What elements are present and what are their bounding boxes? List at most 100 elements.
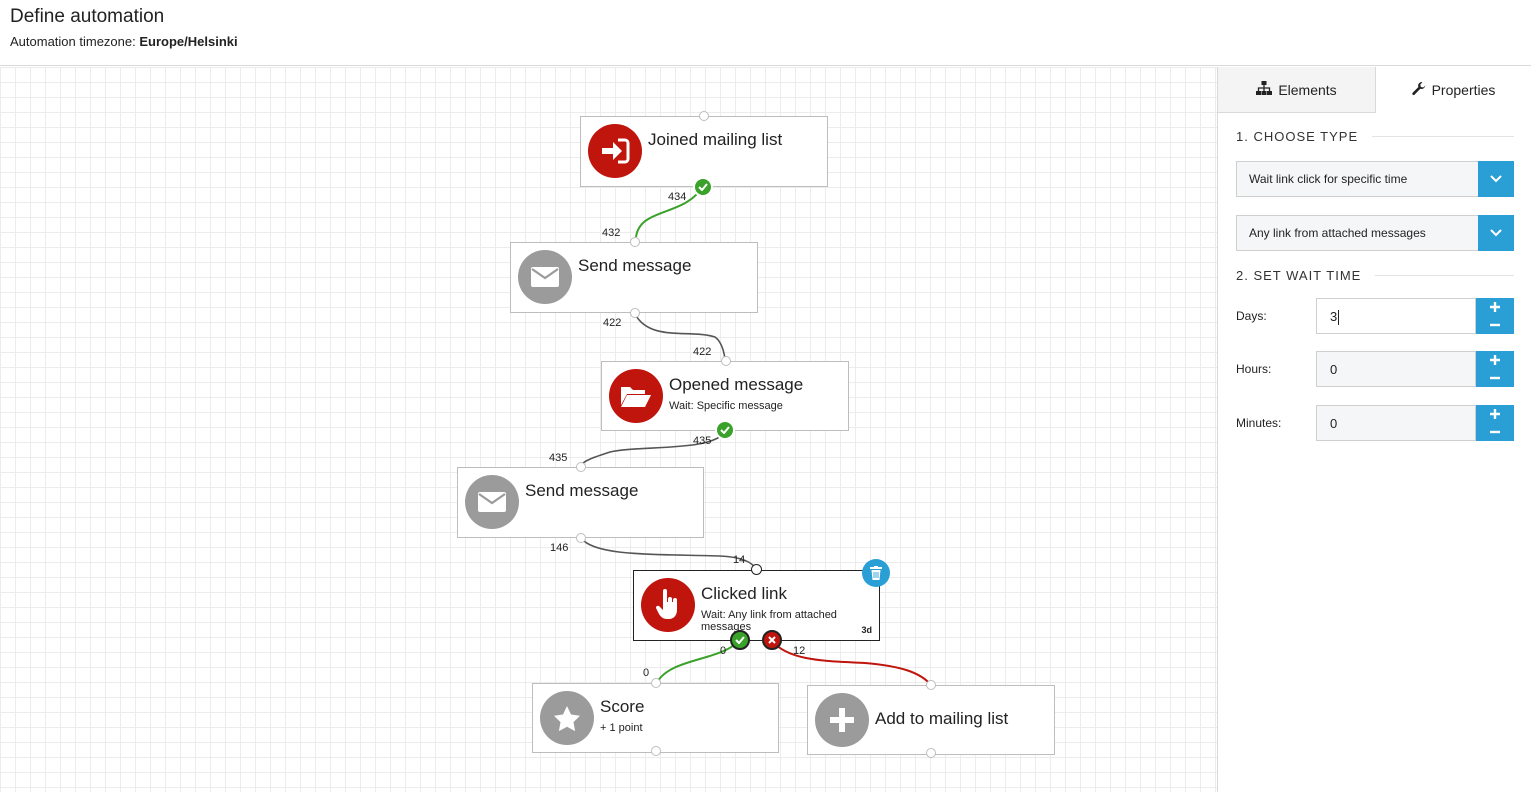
sign-in-icon	[588, 124, 642, 178]
tab-properties[interactable]: Properties	[1376, 67, 1531, 113]
panel-tabs: Elements Properties	[1218, 67, 1531, 113]
days-value-text: 3	[1330, 309, 1338, 324]
timezone-info: Automation timezone: Europe/Helsinki	[10, 34, 238, 49]
tab-elements-label: Elements	[1278, 81, 1337, 98]
trash-icon[interactable]	[862, 559, 890, 587]
count-label: 146	[550, 542, 569, 554]
input-port[interactable]	[926, 680, 936, 690]
node-clicked-link[interactable]: Clicked link Wait: Any link from attache…	[633, 570, 880, 641]
node-subtitle: Wait: Specific message	[669, 400, 783, 412]
minus-icon[interactable]	[1476, 423, 1514, 441]
output-port[interactable]	[576, 533, 586, 543]
output-port[interactable]	[630, 308, 640, 318]
tab-elements[interactable]: Elements	[1218, 67, 1376, 113]
node-subtitle: Wait: Any link from attached messages	[701, 609, 837, 633]
section-choose-type: 1. CHOOSE TYPE	[1236, 129, 1514, 144]
input-port[interactable]	[721, 356, 731, 366]
yes-check-icon[interactable]	[693, 177, 713, 197]
hours-value: 0	[1330, 362, 1338, 377]
envelope-icon	[518, 250, 572, 304]
count-label: 435	[549, 452, 568, 464]
node-send-message-2[interactable]: Send message	[457, 467, 704, 538]
yes-check-icon[interactable]	[730, 630, 750, 650]
wait-time-badge: 3d	[861, 625, 872, 635]
node-title: Score	[600, 697, 645, 716]
minutes-value: 0	[1330, 416, 1338, 431]
folder-open-icon	[609, 369, 663, 423]
output-port[interactable]	[926, 748, 936, 758]
chevron-down-icon[interactable]	[1478, 215, 1514, 251]
minus-icon[interactable]	[1476, 369, 1514, 387]
plus-icon[interactable]	[1476, 405, 1514, 423]
minutes-label: Minutes:	[1236, 416, 1282, 430]
hours-label: Hours:	[1236, 362, 1272, 376]
count-label: 12	[793, 645, 806, 657]
plus-icon[interactable]	[1476, 298, 1514, 316]
divider	[1372, 136, 1514, 137]
properties-panel: Elements Properties 1. CHOOSE TYPE Wait …	[1217, 67, 1531, 792]
type-select-value: Wait link click for specific time	[1249, 172, 1408, 186]
plus-icon[interactable]	[1476, 351, 1514, 369]
node-score[interactable]: Score + 1 point	[532, 683, 779, 753]
count-label: 422	[693, 346, 712, 358]
envelope-icon	[465, 475, 519, 529]
connector-send-to-clicked	[580, 537, 757, 570]
chevron-down-icon[interactable]	[1478, 161, 1514, 197]
no-cross-icon[interactable]	[762, 630, 782, 650]
node-subtitle: + 1 point	[600, 722, 643, 734]
connector-send-to-opened	[634, 313, 726, 360]
days-stepper	[1476, 298, 1514, 334]
star-icon	[540, 691, 594, 745]
count-label: 435	[693, 435, 712, 447]
count-label: 432	[602, 227, 621, 239]
wrench-icon	[1411, 81, 1426, 99]
yes-check-icon[interactable]	[715, 420, 735, 440]
node-title: Add to mailing list	[875, 709, 1009, 728]
node-title: Opened message	[669, 375, 804, 394]
connector-clicked-to-score	[655, 639, 741, 685]
node-joined-mailing-list[interactable]: Joined mailing list	[580, 116, 828, 187]
minutes-input[interactable]: 0	[1316, 405, 1476, 441]
timezone-value: Europe/Helsinki	[139, 34, 238, 49]
sitemap-icon	[1256, 81, 1273, 98]
page-title: Define automation	[10, 6, 165, 27]
node-title: Send message	[578, 256, 692, 275]
section-heading: 1. CHOOSE TYPE	[1236, 129, 1359, 144]
node-title: Joined mailing list	[648, 130, 783, 149]
automation-canvas[interactable]: Joined mailing list Send message Opened …	[0, 67, 1217, 792]
link-select[interactable]: Any link from attached messages	[1236, 215, 1514, 251]
node-title: Send message	[525, 481, 639, 500]
node-title: Clicked link	[701, 584, 787, 603]
text-caret	[1338, 310, 1340, 326]
tab-properties-label: Properties	[1431, 82, 1496, 98]
minus-icon[interactable]	[1476, 316, 1514, 334]
hours-stepper	[1476, 351, 1514, 387]
days-label: Days:	[1236, 309, 1267, 323]
count-label: 14	[733, 554, 746, 566]
type-select[interactable]: Wait link click for specific time	[1236, 161, 1514, 197]
count-label: 0	[643, 667, 650, 679]
count-label: 0	[720, 645, 727, 657]
plus-icon	[815, 693, 869, 747]
node-add-to-mailing-list[interactable]: Add to mailing list	[807, 685, 1055, 755]
hours-input[interactable]: 0	[1316, 351, 1476, 387]
node-send-message-1[interactable]: Send message	[510, 242, 758, 313]
input-port[interactable]	[751, 564, 762, 575]
page-header: Define automation Automation timezone: E…	[0, 0, 1531, 66]
count-label: 434	[668, 191, 687, 203]
connector-opened-to-send	[580, 430, 726, 466]
section-set-wait-time: 2. SET WAIT TIME	[1236, 268, 1514, 283]
output-port[interactable]	[651, 746, 661, 756]
connector-clicked-to-list	[771, 640, 932, 686]
section-heading: 2. SET WAIT TIME	[1236, 268, 1362, 283]
input-port[interactable]	[576, 462, 586, 472]
days-input[interactable]: 3	[1316, 298, 1476, 334]
input-port[interactable]	[651, 678, 661, 688]
divider	[1375, 275, 1514, 276]
hand-pointer-icon	[641, 578, 695, 632]
input-port[interactable]	[699, 111, 709, 121]
link-select-value: Any link from attached messages	[1249, 226, 1426, 240]
input-port[interactable]	[630, 237, 640, 247]
days-value: 3	[1330, 309, 1340, 326]
count-label: 422	[603, 317, 622, 329]
